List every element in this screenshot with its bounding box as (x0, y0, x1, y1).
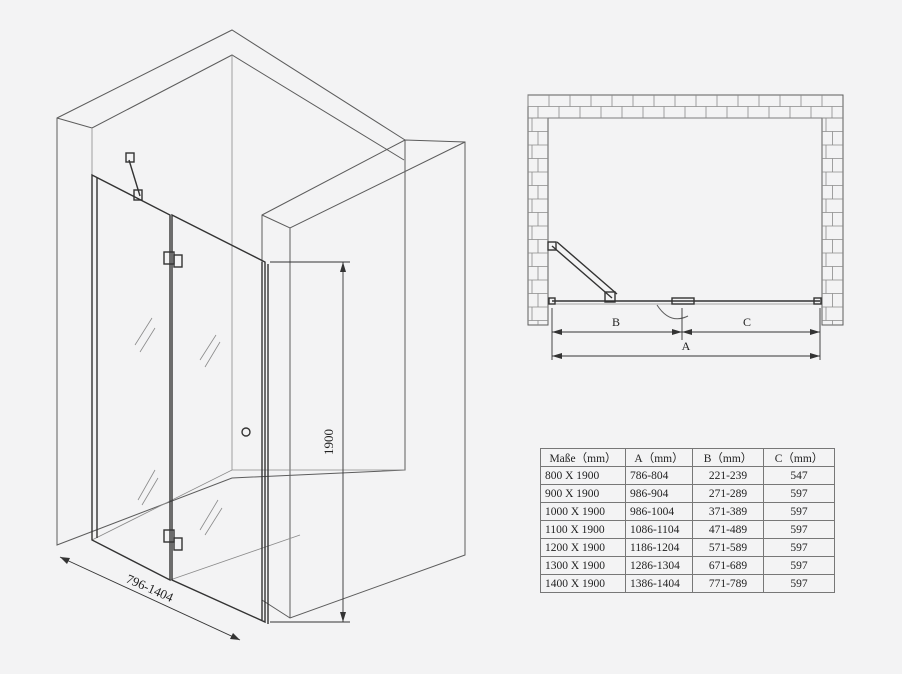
plan-view: B C A (527, 94, 844, 360)
arrow (672, 329, 682, 335)
cell-a: 1186-1204 (625, 538, 693, 557)
col-header-size: Maße（mm） (540, 448, 626, 467)
hinged-door-panel (171, 213, 266, 624)
cell-c: 597 (763, 520, 835, 539)
arrow (810, 329, 820, 335)
cell-b: 471-489 (692, 520, 764, 539)
cell-a: 986-904 (625, 484, 693, 503)
cell-size: 1300 X 1900 (540, 556, 626, 575)
wall-top-edge (56, 54, 405, 161)
cell-size: 1400 X 1900 (540, 574, 626, 593)
stabilizer-wall-mount (125, 152, 135, 163)
col-header-b: B（mm） (692, 448, 764, 467)
right-wall (261, 139, 466, 619)
cell-a: 1386-1404 (625, 574, 693, 593)
cell-b: 371-389 (692, 502, 764, 521)
plan-stabilizer-clamp (604, 291, 616, 303)
cell-a: 1286-1304 (625, 556, 693, 575)
cell-size: 1000 X 1900 (540, 502, 626, 521)
floor-mid (169, 534, 301, 581)
col-header-a: A（mm） (625, 448, 693, 467)
right-wall-top (261, 141, 466, 229)
table-row: 1200 X 1900 1186-1204 571-589 597 (540, 538, 835, 557)
arrow (682, 329, 692, 335)
cell-c: 597 (763, 538, 835, 557)
plan-hinge (671, 297, 695, 305)
hinge-top-plate (173, 254, 183, 268)
cell-a: 1086-1104 (625, 520, 693, 539)
cell-b: 221-239 (692, 466, 764, 485)
cell-a: 986-1004 (625, 502, 693, 521)
size-table: Maße（mm） A（mm） B（mm） C（mm） 800 X 1900 78… (540, 448, 835, 593)
cell-b: 671-689 (692, 556, 764, 575)
arrow (552, 329, 562, 335)
col-header-c: C（mm） (763, 448, 835, 467)
label-b: B (612, 315, 620, 329)
arrow-right (230, 633, 240, 640)
height-label: 1900 (321, 429, 336, 455)
arrow (552, 353, 562, 359)
table-row: 1400 X 1900 1386-1404 771-789 597 (540, 574, 835, 593)
table-row: 1300 X 1900 1286-1304 671-689 597 (540, 556, 835, 575)
arrow-left (60, 557, 70, 564)
width-dimension-line (59, 556, 241, 641)
table-row: 900 X 1900 986-904 271-289 597 (540, 484, 835, 503)
door-knob (241, 427, 251, 437)
cell-c: 597 (763, 556, 835, 575)
arrow (810, 353, 820, 359)
cell-c: 547 (763, 466, 835, 485)
floor-back (91, 469, 405, 541)
glass-reflection (137, 469, 159, 506)
table-row: 800 X 1900 786-804 221-239 547 (540, 466, 835, 485)
cell-a: 786-804 (625, 466, 693, 485)
cell-c: 597 (763, 484, 835, 503)
brick-wall-outline (527, 94, 844, 326)
width-label: 796-1404 (124, 571, 176, 605)
hinge-bottom (163, 529, 175, 543)
cell-b: 771-789 (692, 574, 764, 593)
cell-size: 900 X 1900 (540, 484, 626, 503)
cell-b: 571-589 (692, 538, 764, 557)
fixed-glass-panel (91, 173, 171, 582)
cell-c: 597 (763, 574, 835, 593)
arrow-down (340, 612, 346, 622)
door-swing-arc (656, 304, 689, 320)
plan-stabilizer-mount (547, 241, 557, 251)
brick-pattern (527, 95, 843, 325)
glass-reflection (134, 317, 156, 353)
plan-wall-profile-left (548, 297, 556, 305)
back-wall (56, 29, 406, 546)
cell-size: 1200 X 1900 (540, 538, 626, 557)
cell-b: 271-289 (692, 484, 764, 503)
iso-enclosure: 1900 796-1404 (56, 29, 466, 641)
cell-size: 1100 X 1900 (540, 520, 626, 539)
plan-stabilizer-bar (551, 241, 618, 299)
label-a: A (682, 339, 691, 353)
glass-reflection (199, 334, 221, 368)
stabilizer-clamp (133, 189, 143, 201)
table-row: 1100 X 1900 1086-1104 471-489 597 (540, 520, 835, 539)
table-header-row: Maße（mm） A（mm） B（mm） C（mm） (540, 448, 835, 467)
label-c: C (743, 315, 751, 329)
plan-wall-profile-right (813, 297, 822, 305)
glass-reflection (199, 499, 223, 536)
table-row: 1000 X 1900 986-1004 371-389 597 (540, 502, 835, 521)
hinge-bottom-plate (173, 537, 183, 551)
arrow-up (340, 262, 346, 272)
cell-size: 800 X 1900 (540, 466, 626, 485)
cell-c: 597 (763, 502, 835, 521)
